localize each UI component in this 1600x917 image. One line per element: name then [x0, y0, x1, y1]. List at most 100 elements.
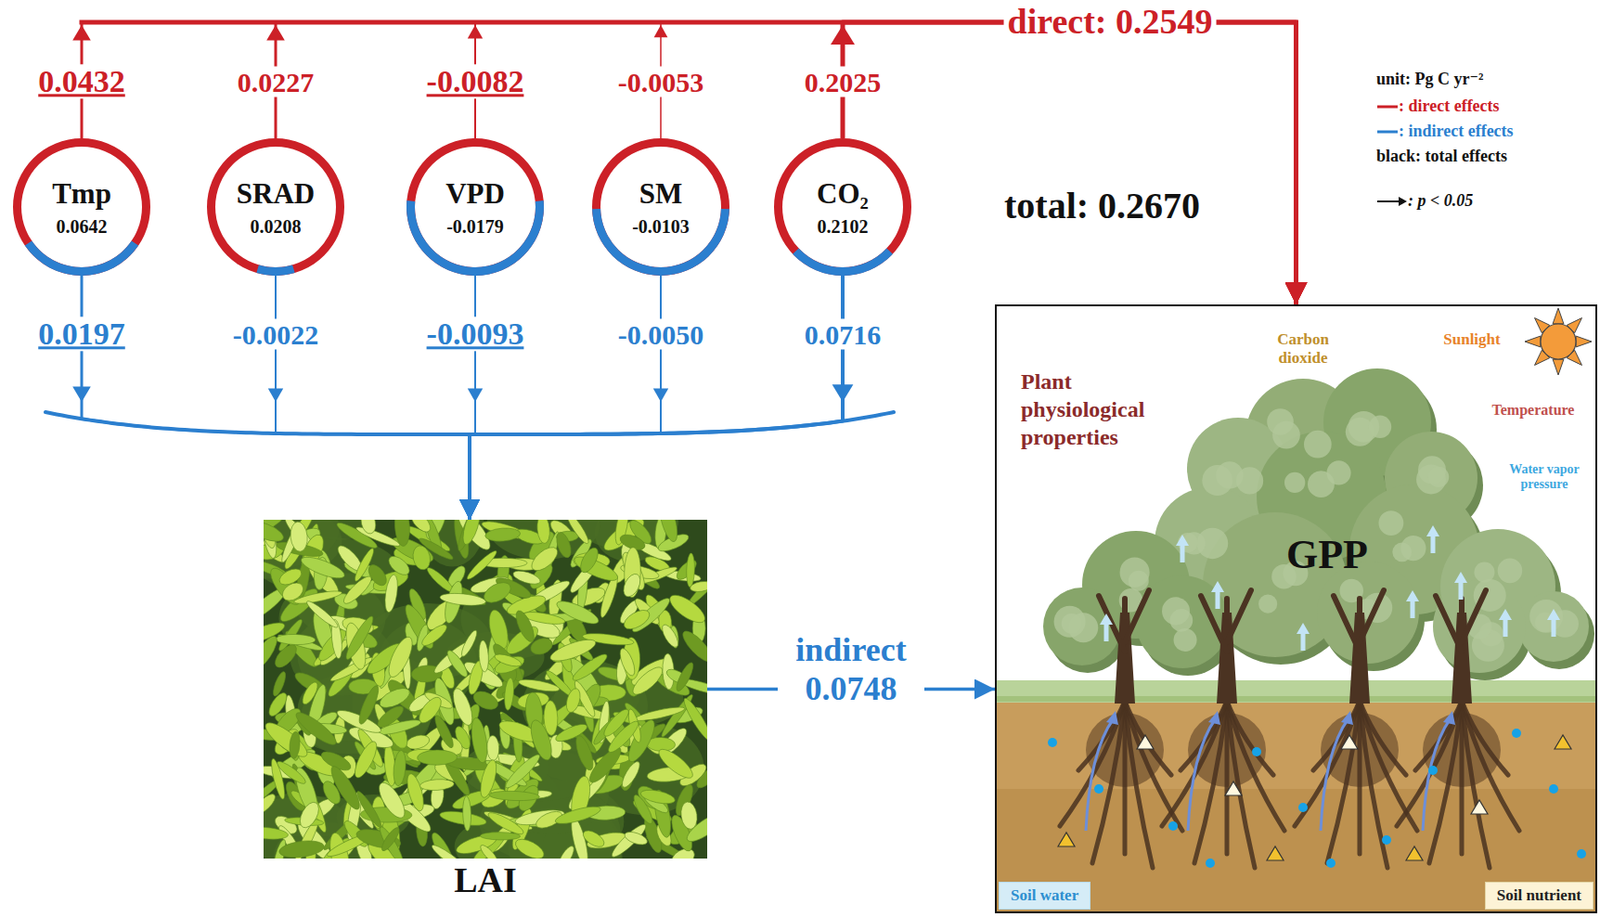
leaf [639, 787, 677, 806]
leaf [263, 825, 289, 840]
water-flow-arrow [1180, 543, 1186, 563]
canopy [1043, 587, 1122, 666]
leaf [414, 693, 445, 726]
leaf [685, 553, 696, 588]
leaf [622, 829, 649, 848]
leaf [477, 842, 501, 859]
water-flow-arrow [1503, 618, 1509, 637]
connector [842, 22, 1297, 305]
leaf [355, 683, 382, 727]
leaf [296, 799, 323, 831]
leaf [354, 788, 385, 829]
leaf [680, 696, 708, 744]
indirect-arc [792, 247, 893, 276]
direct-arc [12, 138, 151, 276]
leaf [658, 622, 682, 650]
leaf [511, 567, 542, 587]
water-flow-arrow [1551, 618, 1557, 637]
leaf [572, 733, 597, 772]
canopy-highlight [1128, 570, 1149, 592]
leaf [554, 596, 602, 628]
leaf [354, 524, 401, 550]
canopy-highlight [1378, 510, 1404, 536]
leaf [484, 527, 521, 543]
direct-arrowhead [467, 25, 483, 39]
leaf [536, 519, 552, 544]
branch [1333, 590, 1384, 652]
leaf [619, 571, 644, 600]
uptake-arrow [1422, 718, 1451, 831]
canopy-highlight [1201, 464, 1233, 496]
uptake-arrow [1085, 718, 1114, 831]
total-effect: -0.0103 [632, 215, 690, 238]
canopy-highlight [1368, 415, 1392, 439]
leaf [656, 519, 682, 543]
leaf [468, 716, 490, 764]
forest-illustration [996, 306, 1596, 912]
leaf [408, 519, 435, 536]
root [1313, 700, 1360, 771]
gpp-illustration-box: Carbon dioxideSunlightPlant physiologica… [994, 304, 1598, 914]
direct-arrowhead [266, 25, 285, 41]
leaf [459, 628, 480, 659]
legend-row: : direct effects [1376, 96, 1500, 117]
indirect-effect-value: 0.0197 [34, 316, 130, 351]
water-flow-head [1099, 613, 1113, 625]
legend-line-sample [1376, 101, 1399, 113]
water-flow-arrow [1458, 580, 1464, 600]
water-flow-head [1211, 580, 1225, 593]
direct-arc [592, 138, 730, 276]
indirect-effect-value: indirect 0.0748 [777, 631, 925, 709]
canopy-highlight [1392, 541, 1412, 562]
legend-text: : indirect effects [1398, 121, 1514, 142]
water-dot [1511, 728, 1522, 738]
leaf [263, 717, 312, 762]
uptake-head [1106, 710, 1119, 725]
driver-circle: Tmp0.0642 [12, 138, 151, 276]
legend-text: black: total effects [1376, 146, 1508, 168]
nutrient-triangle [1470, 800, 1488, 814]
canopy-highlight [1303, 430, 1332, 459]
soil-label: Soil nutrient [1496, 886, 1582, 905]
leaf [577, 544, 602, 576]
gpp-label: GPP [1286, 531, 1368, 580]
leaf [554, 802, 603, 827]
indirect-arc [406, 200, 544, 276]
legend-arrow-sample [1376, 194, 1408, 208]
root [1461, 700, 1509, 775]
leaf [462, 796, 472, 832]
sunlight-label: Sunlight [1443, 330, 1500, 349]
photo-ground [263, 519, 708, 859]
water-flow-head [1296, 622, 1310, 634]
leaf [554, 721, 590, 745]
leaf [555, 843, 578, 859]
leaf [439, 591, 488, 607]
direct-effect-value: 0.0432 [34, 64, 130, 99]
leaf [564, 686, 583, 714]
leaf [374, 778, 410, 822]
leaf [298, 553, 348, 583]
sample-shaft [1377, 200, 1401, 203]
leaf [563, 519, 592, 546]
total-effect: 0.0208 [250, 215, 302, 238]
uptake-head [1208, 710, 1221, 725]
indirect-effect-value: -0.0050 [614, 319, 709, 350]
merge-bracket [45, 412, 894, 435]
leaf [350, 738, 381, 781]
branch [1098, 590, 1149, 652]
leaf [547, 635, 598, 666]
water-dot [1326, 858, 1336, 868]
leaf [419, 621, 451, 650]
leaf [429, 841, 468, 859]
leaf [673, 660, 697, 694]
soil-label: Soil water [1010, 886, 1079, 905]
uptake-head [1443, 710, 1456, 725]
legend-line-sample [1376, 126, 1399, 138]
water-flow-head [1426, 525, 1440, 537]
water-dot [1576, 849, 1587, 859]
direct-arrowhead [72, 25, 91, 41]
indirect-effect-value: -0.0022 [229, 319, 323, 350]
water-flow-head [1498, 608, 1512, 620]
